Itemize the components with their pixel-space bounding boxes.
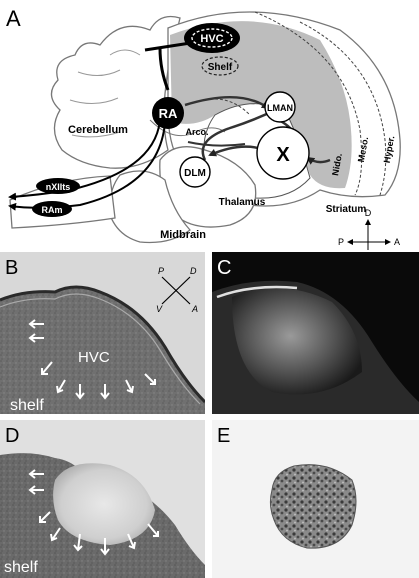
lman-nucleus: [264, 91, 296, 123]
midbrain-label: Midbrain: [160, 229, 206, 241]
dlm-nucleus: [179, 156, 211, 188]
panel-b-compass-d: D: [190, 266, 197, 276]
panel-b-micrograph: B HVC shelf P D V A: [0, 252, 205, 414]
panel-e-hvc-region: [269, 464, 357, 549]
panel-b-letter: B: [5, 257, 18, 279]
nxiits-nucleus: [36, 178, 80, 194]
panel-e-letter: E: [217, 425, 230, 447]
cerebellum-shape: [50, 15, 181, 169]
compass-d: D: [365, 208, 372, 218]
compass-p: P: [338, 237, 344, 247]
compass-a: A: [394, 237, 400, 247]
panel-b-arrows: [28, 319, 156, 400]
panel-b-compass-v: V: [156, 304, 163, 314]
ra-label: RA: [159, 106, 178, 121]
thalamus-label: Thalamus: [219, 197, 266, 208]
panel-d-micrograph: D shelf: [0, 420, 205, 578]
shelf-outline: [201, 56, 239, 76]
area-x-nucleus: [256, 126, 310, 180]
panel-c-fluorescence: C: [212, 252, 419, 414]
panel-a-letter: A: [6, 6, 21, 31]
hvc-label: HVC: [200, 33, 223, 45]
panel-c-letter: C: [217, 257, 231, 279]
meso-label: Meso.: [356, 136, 370, 163]
lman-label: LMAN: [267, 103, 293, 113]
panel-a-diagram: A: [6, 6, 401, 250]
panel-d-arrows: [28, 469, 159, 556]
panel-e-stain: E: [212, 420, 419, 578]
ra-nucleus: [152, 97, 184, 129]
area-x-label: X: [276, 144, 290, 166]
panel-b-compass: [161, 276, 191, 305]
ram-label: RAm: [41, 205, 62, 215]
panel-d-shelf-label: shelf: [4, 559, 38, 576]
panel-b-compass-p: P: [158, 266, 164, 276]
panel-b-compass-a: A: [191, 304, 198, 314]
dlm-label: DLM: [184, 168, 206, 179]
arco-label: Arco.: [185, 127, 208, 137]
shelf-label: Shelf: [208, 62, 233, 73]
panel-b-hvc-label: HVC: [78, 349, 110, 366]
cerebellum-label: Cerebellum: [68, 124, 128, 136]
hyper-label: Hyper.: [382, 135, 397, 164]
nido-label: Nido.: [330, 153, 344, 177]
hvc-nucleus: [184, 23, 240, 53]
panel-b-shelf-label: shelf: [10, 397, 44, 414]
nxiits-label: nXIIts: [46, 182, 71, 192]
panel-d-letter: D: [5, 425, 19, 447]
panel-a-compass: D P A: [338, 208, 400, 250]
ram-nucleus: [32, 201, 72, 217]
striatum-label: Striatum: [326, 204, 367, 215]
